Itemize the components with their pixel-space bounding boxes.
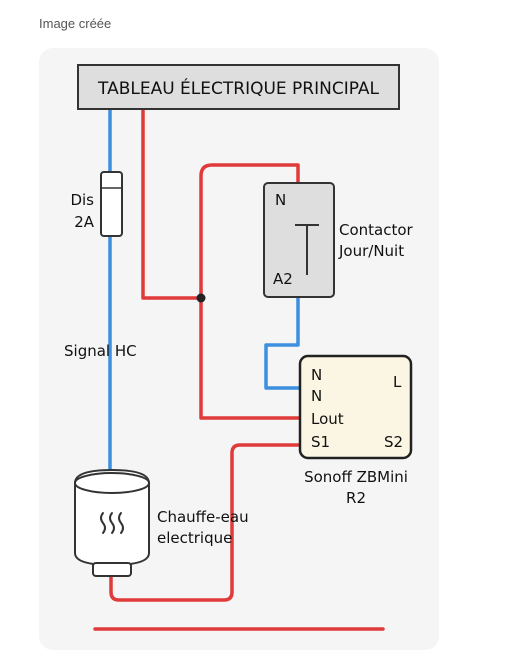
zbmini-module: N N Lout S1 L S2 Sonoff ZBMini R2 <box>298 354 413 507</box>
contactor: N A2 Contactor Jour/Nuit <box>263 182 414 298</box>
contactor-terminal-a2: A2 <box>273 270 293 288</box>
red-wire-lout <box>199 296 302 420</box>
heater-label-line1: Chauffe-eau <box>157 508 249 526</box>
water-heater: Chauffe-eau electrique <box>74 468 249 577</box>
image-caption: Image créée <box>39 16 112 31</box>
zbmini-terminal-n2: N <box>311 387 322 405</box>
contactor-label-line2: Jour/Nuit <box>338 242 404 260</box>
heater-label-line2: electrique <box>157 529 232 547</box>
breaker-label-line2: 2A <box>74 213 95 231</box>
zbmini-label-line1: Sonoff ZBMini <box>304 468 408 486</box>
zbmini-terminal-lout: Lout <box>311 410 344 428</box>
breaker-label-line1: Dis <box>70 191 94 209</box>
zbmini-terminal-l: L <box>393 373 402 391</box>
contactor-terminal-n: N <box>275 191 286 209</box>
contactor-label-line1: Contactor <box>339 221 414 239</box>
signal-label: Signal HC <box>64 342 137 360</box>
red-wire-s1-heater <box>109 443 302 602</box>
zbmini-terminal-n1: N <box>311 366 322 384</box>
blue-wire-contactor-zbmini <box>264 296 302 390</box>
breaker: Dis 2A <box>70 171 123 237</box>
zbmini-label-line2: R2 <box>346 489 366 507</box>
panel-title: TABLEAU ÉLECTRIQUE PRINCIPAL <box>97 77 380 99</box>
red-wire-contactor-loop <box>199 163 300 300</box>
heat-icon <box>100 512 124 534</box>
zbmini-terminal-s1: S1 <box>311 433 330 451</box>
main-panel: TABLEAU ÉLECTRIQUE PRINCIPAL <box>77 64 400 110</box>
zbmini-terminal-s2: S2 <box>384 433 403 451</box>
red-wire-panel-junction <box>141 108 203 300</box>
wire-junction-dot <box>196 293 206 303</box>
